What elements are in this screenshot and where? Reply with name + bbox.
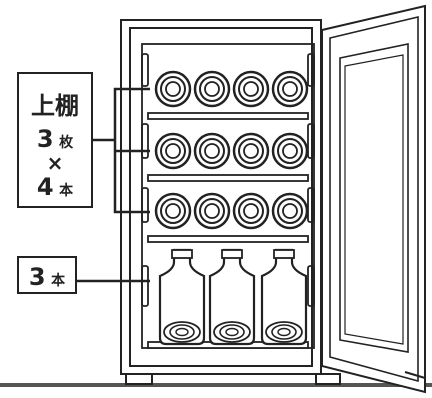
bottle-end: [193, 70, 231, 108]
bottle-end: [232, 192, 270, 230]
floor-line: [0, 383, 432, 387]
upper-shelf-count: 3: [36, 125, 54, 153]
standing-bottle: [260, 248, 308, 346]
bottle-end: [154, 70, 192, 108]
bottles-per-shelf-row: 4 本: [19, 175, 91, 199]
bottle-end: [154, 192, 192, 230]
bottles-per-shelf-count: 4: [36, 173, 54, 201]
bracket-upper: [93, 87, 150, 214]
bottom-capacity-unit: 本: [51, 273, 66, 289]
stacked-bottles: [154, 70, 309, 230]
upper-shelf-count-unit: 枚: [59, 135, 74, 151]
cabinet-feet: [125, 373, 341, 385]
standing-bottles: [158, 248, 308, 346]
side-rails: [141, 53, 315, 307]
bottle-end: [271, 192, 309, 230]
bottle-end: [154, 132, 192, 170]
bottle-end: [193, 192, 231, 230]
bottle-end: [232, 132, 270, 170]
bottle-end: [271, 132, 309, 170]
upper-shelf-title: 上棚: [31, 92, 79, 120]
bottle-end: [232, 70, 270, 108]
shelf: [147, 235, 309, 243]
bottom-capacity-row: 3 本: [19, 265, 75, 289]
bottle-end: [271, 70, 309, 108]
upper-shelf-count-row: 3 枚: [19, 127, 91, 151]
standing-bottle: [158, 248, 206, 346]
shelf: [147, 174, 309, 182]
bottles-per-shelf-unit: 本: [59, 183, 74, 199]
multiply-sign: ×: [46, 151, 64, 175]
standing-bottle: [208, 248, 256, 346]
open-door: [321, 4, 426, 394]
bottle-end: [193, 132, 231, 170]
bottom-capacity-count: 3: [28, 263, 46, 291]
bottom-capacity-label: 3 本: [17, 256, 77, 294]
upper-shelf-capacity-label: 上棚 3 枚 × 4 本: [17, 72, 93, 208]
shelf: [147, 112, 309, 120]
